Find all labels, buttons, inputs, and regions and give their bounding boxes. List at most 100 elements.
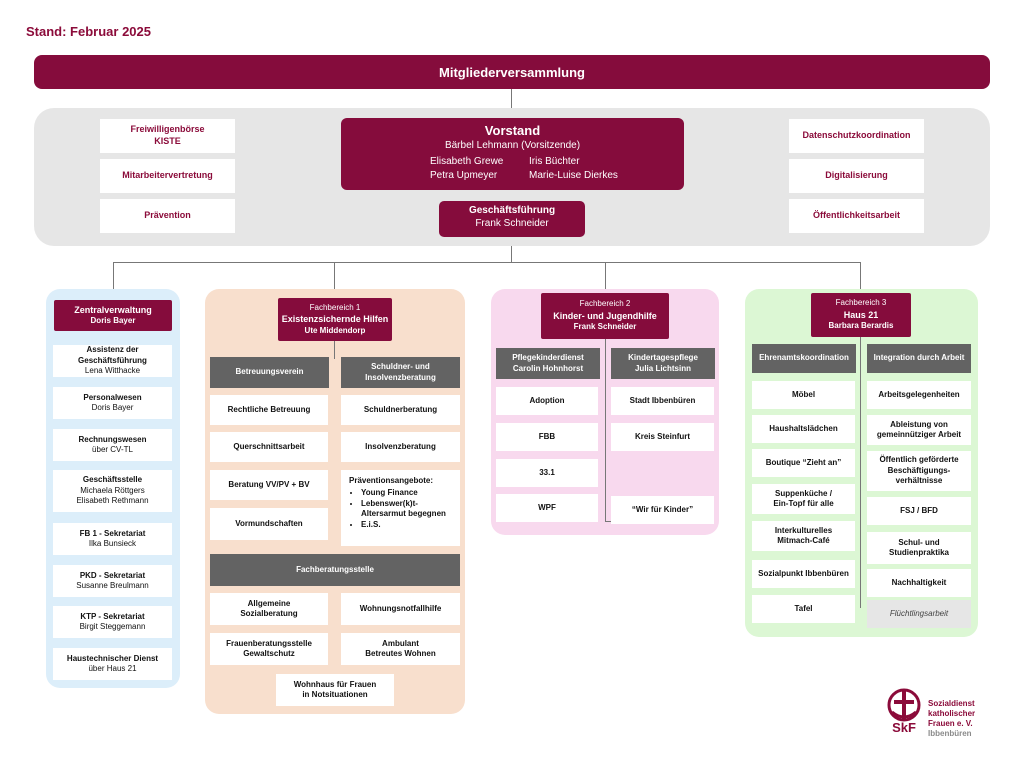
fb1-item-label: Frauenberatungsstelle: [226, 638, 312, 648]
fb1-item-label: Schuldnerberatung: [363, 404, 438, 414]
fb3-col1-header: Ehrenamtskoordination: [752, 344, 856, 373]
fb3-item-label: Schul- und: [898, 537, 940, 547]
zv-item-sub: über Haus 21: [88, 664, 137, 673]
fb3-item-label: Sozialpunkt Ibbenbüren: [758, 568, 849, 578]
mitgliederversammlung-label: Mitgliederversammlung: [439, 64, 585, 80]
geschaeftsfuehrung-title: Geschäftsführung: [468, 205, 556, 216]
fb3-item-label: Suppenküche /: [775, 488, 832, 498]
fb1-col1-header-label: Betreuungsverein: [235, 367, 304, 377]
staff-box-oeffentlichkeitsarbeit: Öffentlichkeitsarbeit: [789, 199, 924, 233]
connector-line: [860, 262, 861, 293]
zv-item-title: Geschäftsstelle: [82, 475, 143, 485]
fb1-item: Beratung VV/PV + BV: [210, 470, 328, 500]
zv-item-sub: Susanne Breulmann: [76, 581, 149, 590]
fb3-col2-header-label: Integration durch Arbeit: [873, 353, 965, 363]
logo-line: Sozialdienst: [928, 699, 975, 708]
fb3-item: Tafel: [752, 595, 855, 623]
fb1-item-label: Allgemeine: [247, 598, 291, 608]
connector-line: [334, 341, 335, 359]
zv-item-title: FB 1 - Sekretariat: [79, 528, 146, 538]
fb3-item: Möbel: [752, 381, 855, 409]
vorstand-chair: Bärbel Lehmann (Vorsitzende): [444, 140, 581, 151]
staff-box-mitarbeitervertretung: Mitarbeitervertretung: [100, 159, 235, 193]
fb2-label: Fachbereich 2: [579, 299, 631, 309]
zv-item-title: PKD - Sekretariat: [79, 570, 146, 580]
fb3-item-label: gemeinnütziger Arbeit: [876, 430, 962, 439]
fb1-item: Rechtliche Betreuung: [210, 395, 328, 425]
connector-line: [113, 262, 114, 300]
fb2-item: “Wir für Kinder”: [611, 496, 714, 524]
logo-text: Sozialdienst katholischer Frauen e. V. I…: [928, 699, 975, 739]
staff-box-digitalisierung: Digitalisierung: [789, 159, 924, 193]
fb3-item-label: Möbel: [791, 389, 816, 399]
staff-label: Digitalisierung: [825, 170, 888, 181]
fb3-item: Arbeitsgelegenheiten: [867, 381, 971, 409]
logo-line: katholischer: [928, 709, 976, 718]
staff-label: Freiwilligenbörse: [130, 124, 205, 135]
zv-item-title: Haustechnischer Dienst: [66, 653, 159, 663]
fb2-item: FBB: [496, 423, 598, 451]
connector-line: [511, 237, 512, 262]
fb3-item: Boutique “Zieht an”: [752, 449, 855, 477]
zv-item-sub: Elisabeth Rethmann: [76, 496, 149, 506]
connector-line: [605, 262, 606, 293]
fb2-col2-header-label: Julia Lichtsinn: [634, 363, 691, 373]
fb3-col1-header-label: Ehrenamtskoordination: [759, 353, 849, 363]
zentralverwaltung-name: Doris Bayer: [90, 316, 136, 326]
staff-label: Prävention: [144, 210, 191, 221]
fb3-item-label: Nachhaltigkeit: [891, 577, 947, 587]
fb2-item: 33.1: [496, 459, 598, 487]
fb1-name: Ute Middendorp: [304, 325, 366, 335]
fb3-item-label: Öffentlich geförderte: [879, 455, 959, 465]
fb3-item-label: Arbeitsgelegenheiten: [878, 389, 960, 399]
fb1-item: Wohnungsnotfallhilfe: [341, 593, 460, 625]
zv-item-sub: über CV-TL: [92, 445, 133, 454]
list-item: E.i.S.: [361, 520, 456, 530]
fb1-item: Querschnittsarbeit: [210, 432, 328, 462]
connector-line: [511, 89, 512, 118]
fb1-col2-header-label: Schuldner- und: [371, 362, 430, 372]
staff-box-datenschutz: Datenschutzkoordination: [789, 119, 924, 153]
vorstand-box: Vorstand Bärbel Lehmann (Vorsitzende) El…: [341, 118, 684, 190]
geschaeftsfuehrung-name: Frank Schneider: [475, 218, 549, 229]
zv-item-title: Assistenz der Geschäftsführung: [78, 345, 147, 365]
geschaeftsfuehrung-box: Geschäftsführung Frank Schneider: [439, 201, 585, 237]
staff-label: Datenschutzkoordination: [802, 130, 911, 141]
zv-item-sub: Lena Witthacke: [84, 366, 141, 376]
fb1-item-label: Rechtliche Betreuung: [227, 404, 311, 414]
vorstand-member: Petra Upmeyer: [430, 170, 498, 181]
fb3-item: Haushaltslädchen: [752, 415, 855, 443]
staff-box-praevention: Prävention: [100, 199, 235, 233]
zentralverwaltung-title: Zentralverwaltung: [74, 305, 152, 316]
fb1-label: Fachbereich 1: [309, 302, 361, 312]
fb3-label: Fachbereich 3: [835, 298, 887, 308]
staff-label: KISTE: [154, 136, 181, 146]
fb3-item-label: Tafel: [794, 603, 813, 613]
fb1-item-label: Wohnhaus für Frauen: [293, 679, 377, 689]
skf-logo: SkF: [884, 688, 924, 738]
fb2-item-label: “Wir für Kinder”: [631, 504, 694, 514]
fb2-item-label: Kreis Steinfurt: [634, 431, 691, 441]
fb3-item-label: Boutique “Zieht an”: [765, 457, 842, 467]
connector-line: [860, 337, 861, 608]
fb3-item-label: Ableistung von: [890, 419, 948, 429]
fb1-item: Vormundschaften: [210, 508, 328, 540]
fb1-praevention-list: Young Finance Lebenswer(k)t- Altersarmut…: [349, 488, 456, 530]
zv-item-sub: Doris Bayer: [91, 403, 134, 412]
fb2-col2-header-label: Kindertagespflege: [628, 353, 698, 363]
zv-item-title: Rechnungswesen: [78, 434, 147, 444]
fb1-item: Insolvenzberatung: [341, 432, 460, 462]
